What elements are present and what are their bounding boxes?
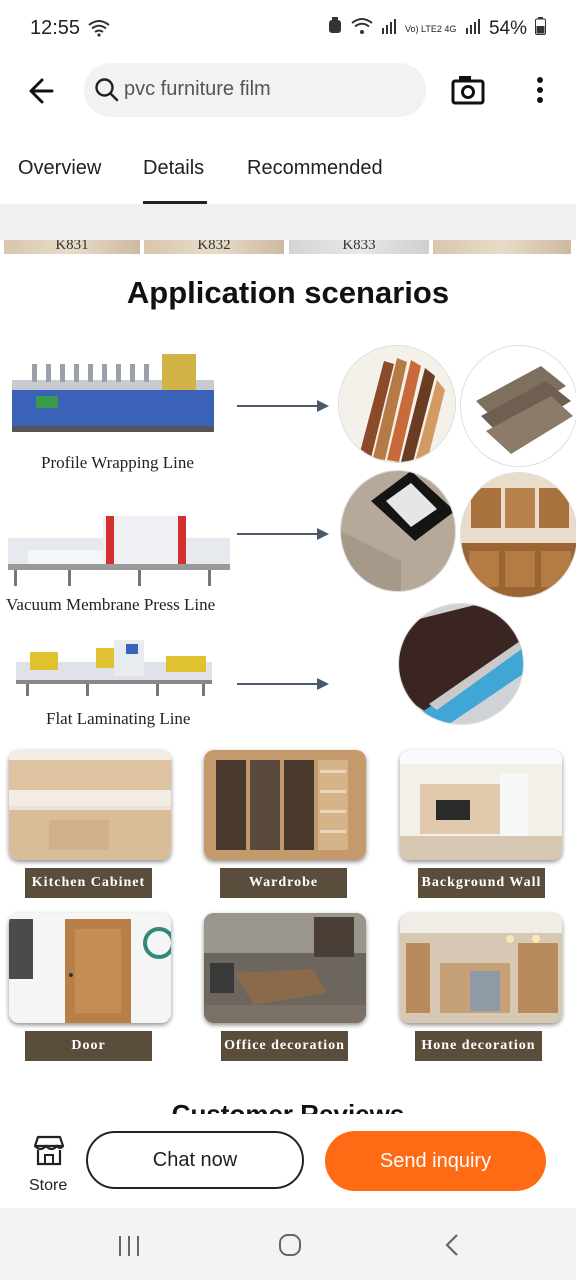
section-heading: Application scenarios (126, 275, 450, 310)
section-divider (0, 204, 576, 240)
back-arrow-icon (29, 78, 54, 104)
search-input[interactable]: pvc furniture film (84, 63, 426, 117)
active-tab-indicator (143, 201, 207, 204)
vacuum-press-machine-image (8, 510, 230, 590)
kitchen-cabinet-round-image (460, 472, 576, 598)
line-label: Flat Laminating Line (46, 709, 191, 728)
battery-icon (535, 17, 546, 41)
battery-level: 54% (488, 18, 527, 39)
laminated-board-image (398, 603, 524, 725)
caption-wardrobe: Wardrobe (220, 868, 347, 898)
system-navigation-bar (0, 1208, 576, 1280)
chevron-left-icon (445, 1234, 458, 1256)
store-icon (33, 1135, 65, 1166)
back-button[interactable] (22, 74, 62, 108)
status-right: Vo) LTE2 4G 54% (327, 17, 546, 41)
chat-now-button[interactable]: Chat now (86, 1131, 304, 1189)
swatch-k831: K831 (4, 240, 140, 254)
caption-door: Door (25, 1031, 152, 1061)
send-inquiry-button[interactable]: Send inquiry (325, 1131, 546, 1191)
reviews-heading: Customer Reviews (171, 1099, 405, 1114)
signal-icon (465, 18, 481, 40)
back-nav-button[interactable] (442, 1233, 462, 1262)
flat-laminating-machine-image (16, 640, 212, 700)
camera-icon (451, 76, 485, 105)
swatch-k833: K833 (289, 240, 429, 254)
home-icon (279, 1234, 301, 1256)
caption-home-decoration: Hone decoration (415, 1031, 542, 1061)
more-options-button[interactable] (530, 74, 550, 106)
home-button[interactable] (278, 1233, 302, 1262)
arrow-icon (237, 678, 329, 690)
swatch-k832: K832 (144, 240, 284, 254)
store-button[interactable] (32, 1134, 66, 1168)
wifi-icon (88, 19, 110, 42)
office-decoration-image (204, 913, 366, 1023)
signal-icon (381, 18, 397, 40)
line-label: Vacuum Membrane Press Line (6, 595, 216, 614)
panel-product-image (340, 470, 456, 592)
alarm-icon (327, 17, 343, 41)
caption-kitchen-cabinet: Kitchen Cabinet (25, 868, 152, 898)
profile-product-image (338, 345, 456, 463)
line-label: Profile Wrapping Line (41, 453, 194, 472)
search-query: pvc furniture film (124, 78, 271, 100)
kitchen-cabinet-image (9, 750, 171, 860)
door-image (9, 913, 171, 1023)
tab-recommended[interactable]: Recommended (247, 157, 383, 179)
status-bar: 12:55 Vo) LTE2 4G 54% (0, 0, 576, 58)
caption-office-decoration: Office decoration (221, 1031, 348, 1061)
wifi-icon (351, 17, 373, 41)
tab-overview[interactable]: Overview (18, 157, 102, 179)
caption-background-wall: Background Wall (418, 868, 545, 898)
store-label[interactable]: Store (29, 1177, 68, 1194)
tab-details[interactable]: Details (143, 157, 205, 179)
recent-apps-icon (119, 1236, 139, 1256)
more-vertical-icon (537, 77, 543, 103)
network-type: Vo) LTE2 4G (404, 24, 457, 34)
skirting-board-image (460, 345, 576, 467)
search-icon (94, 77, 120, 108)
arrow-icon (237, 528, 329, 540)
status-time: 12:55 (30, 17, 81, 39)
camera-search-button[interactable] (450, 72, 486, 108)
background-wall-image (400, 750, 562, 860)
home-decoration-image (400, 913, 562, 1023)
recent-apps-button[interactable] (117, 1234, 141, 1263)
swatch-k834 (433, 240, 571, 254)
wardrobe-image (204, 750, 366, 860)
profile-wrapping-machine-image (12, 350, 214, 442)
arrow-icon (237, 400, 329, 412)
